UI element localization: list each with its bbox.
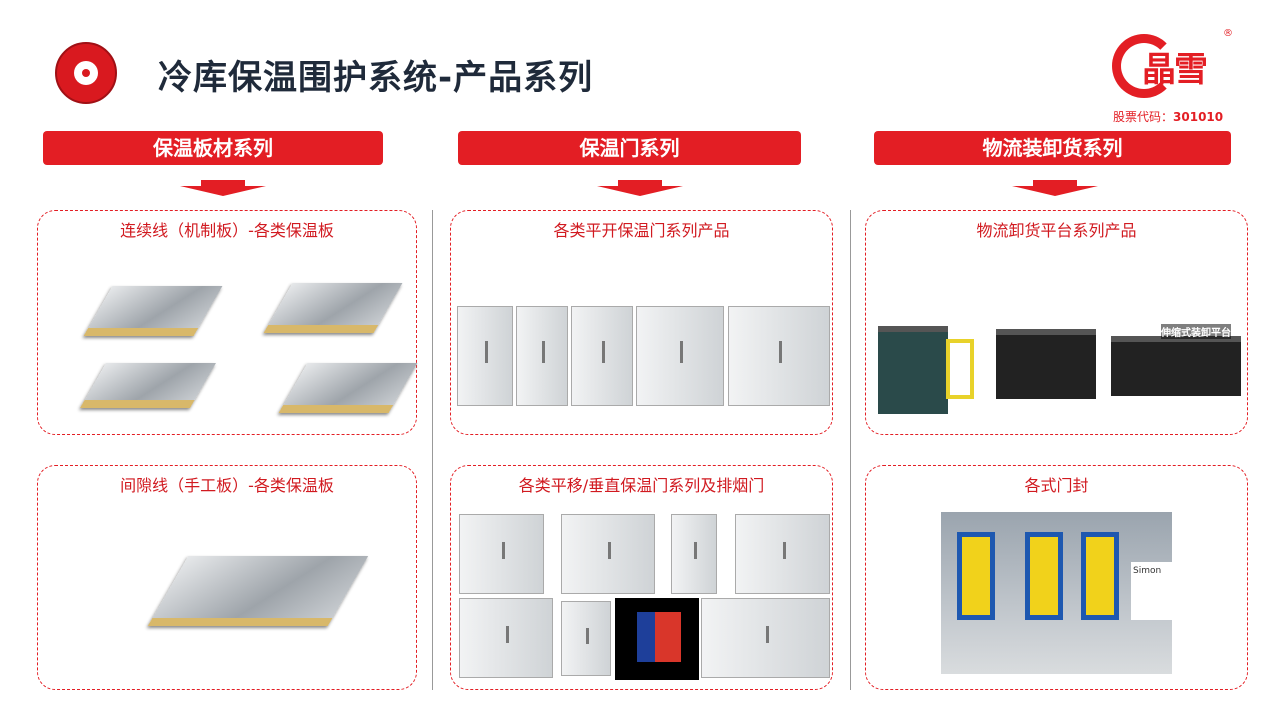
panel-image: [80, 363, 216, 408]
header-logistics: 物流装卸货系列: [874, 131, 1231, 165]
brand-logo: 晶雪®: [1112, 28, 1237, 98]
door-image: [457, 306, 513, 406]
header-panels: 保温板材系列: [43, 131, 383, 165]
door-image: [671, 514, 717, 594]
door-image: [701, 598, 830, 678]
dock-image: [946, 339, 974, 399]
dock-image: [996, 329, 1096, 399]
arrow-down-icon: [180, 180, 266, 196]
door-image: [561, 514, 655, 594]
divider: [432, 210, 433, 690]
door-image: [459, 598, 553, 678]
smoke-door-image: [615, 598, 699, 680]
dock-seal-image: Simon: [941, 512, 1172, 674]
arrow-down-icon: [1012, 180, 1098, 196]
page-title: 冷库保温围护系统-产品系列: [158, 58, 594, 98]
dock-seal-box: 各式门封: [865, 465, 1248, 690]
door-image: [735, 514, 830, 594]
header-doors: 保温门系列: [458, 131, 801, 165]
title-bullet-icon: [55, 42, 117, 104]
divider: [850, 210, 851, 690]
sliding-door-box: 各类平移/垂直保温门系列及排烟门: [450, 465, 833, 690]
door-image: [571, 306, 633, 406]
swing-door-box: 各类平开保温门系列产品: [450, 210, 833, 435]
panel-image: [278, 363, 418, 413]
door-image: [516, 306, 568, 406]
door-image: [636, 306, 724, 406]
machine-panel-box: 连续线（机制板）-各类保温板: [37, 210, 418, 435]
dock-image: [878, 326, 948, 414]
stock-code: 股票代码：301010: [1113, 110, 1224, 124]
panel-image: [83, 286, 223, 336]
door-image: [459, 514, 544, 594]
door-image: [728, 306, 830, 406]
panel-image: [147, 556, 369, 626]
panel-image: [263, 283, 403, 333]
door-image: [561, 601, 611, 676]
arrow-down-icon: [597, 180, 683, 196]
manual-panel-box: 间隙线（手工板）-各类保温板: [37, 465, 417, 690]
dock-image: 伸缩式装卸平台: [1111, 324, 1241, 396]
dock-leveler-box: 物流卸货平台系列产品 伸缩式装卸平台: [865, 210, 1248, 435]
